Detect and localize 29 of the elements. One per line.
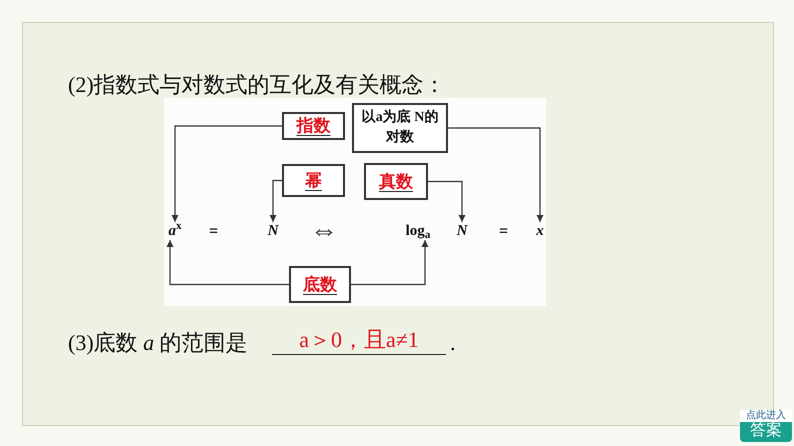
label-box [282,164,345,197]
answer-text: 指数 [296,115,330,138]
answer-text: 幂 [305,170,322,192]
label-box [364,163,428,200]
answer-text: 底数 [303,274,337,296]
box-text: N [268,222,278,241]
box-text: N [456,222,468,241]
connector-arrow [270,180,282,222]
label-box [282,112,345,140]
connector-arrow [428,180,466,222]
connector-arrow [351,240,428,286]
box-text: 以a为底 N的对数 [360,108,440,147]
connector-arrow [448,127,544,222]
answer-text: 真数 [379,170,413,193]
equivalence-symbol: ⇔ [310,215,338,247]
equals-sign: = [209,222,218,242]
period-text: . [450,329,456,357]
answer-text: a＞0，且a≠1 [272,326,446,355]
box-text: a$^{x}$ [168,220,182,241]
question-text: (3)底数 a 的范围是 [68,329,248,357]
heading-text: (2)指数式与对数式的互化及有关概念： [68,71,446,99]
box-text: x [536,222,544,241]
label-box [289,266,351,303]
connector-arrow [166,240,289,286]
label-box [352,103,448,153]
connector-arrow [172,125,282,222]
box-text: log$_{a}$ [406,222,430,242]
equals-sign: = [499,222,508,242]
answer-button: 点此进入 答案 [740,410,792,442]
